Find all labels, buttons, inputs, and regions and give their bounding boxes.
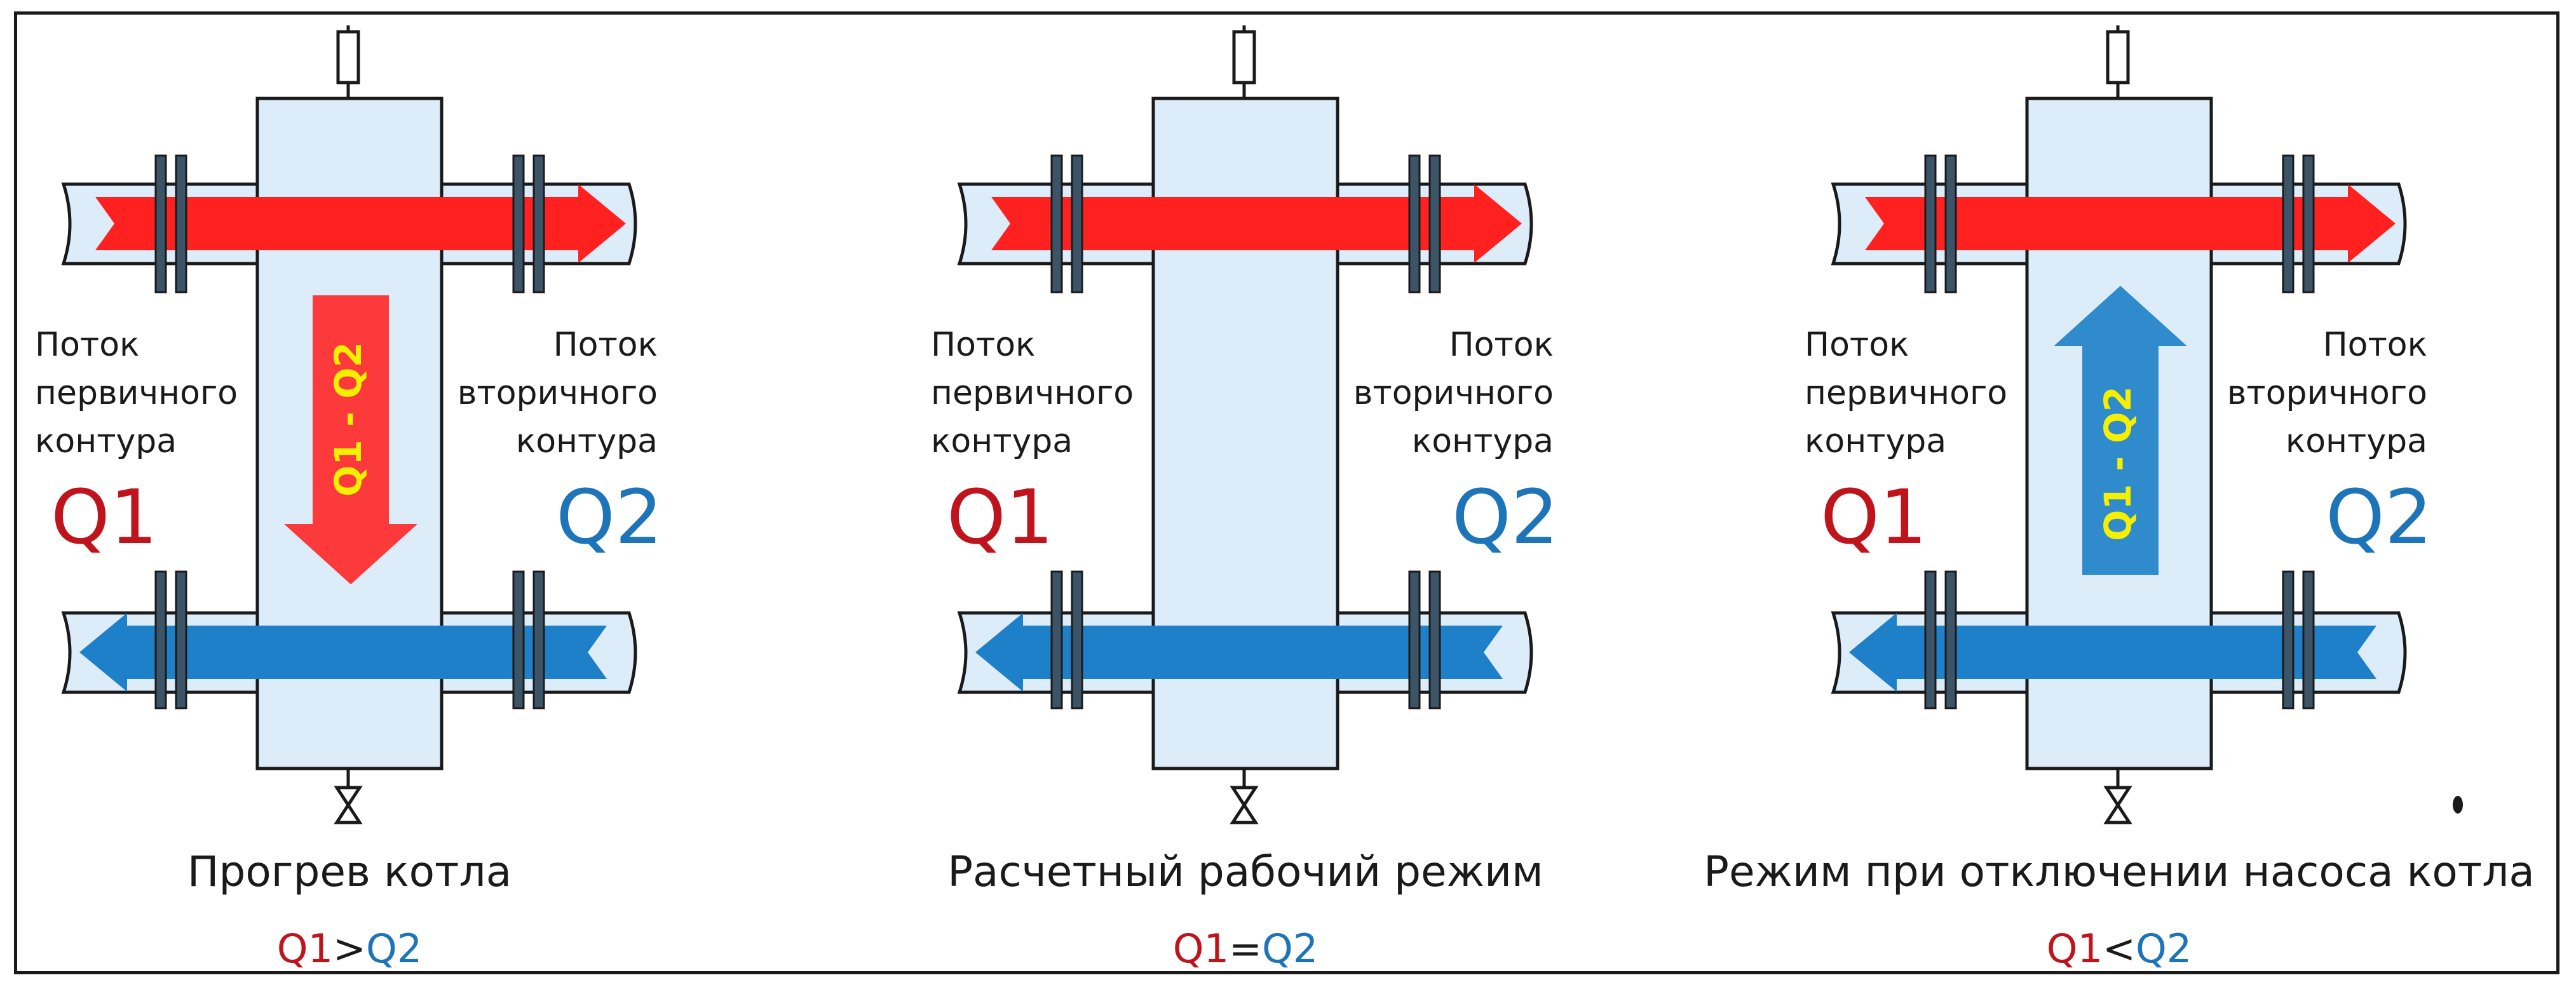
q2-label: Q2 (2326, 473, 2432, 561)
panel-heating: Q1 - Q2 Поток первичного контура Поток вторич… (35, 25, 663, 972)
mode-caption: Расчетный рабочий режим (947, 847, 1543, 896)
flange-top-right (2282, 154, 2315, 293)
flange-bottom-left (154, 570, 187, 709)
flange-bottom-left (1050, 570, 1083, 709)
mode-caption: Режим при отключении насоса котла (1704, 847, 2535, 896)
flange-bottom-right (512, 570, 545, 709)
air-vent-icon (2106, 30, 2130, 84)
vertical-flow-label: Q1 - Q2 (327, 342, 370, 497)
relation-q1: Q1 (277, 925, 333, 972)
relation-q1: Q1 (2047, 925, 2103, 972)
mode-caption: Прогрев котла (187, 847, 512, 896)
secondary-flow-label: Поток (1449, 326, 1554, 364)
drain-valve-icon (334, 786, 363, 824)
flange-top-right (512, 154, 545, 293)
hot-flow-arrow (991, 184, 1522, 263)
flange-top-right (1408, 154, 1441, 293)
flange-bottom-right (1408, 570, 1441, 709)
primary-flow-label: Поток (35, 326, 139, 364)
vertical-flow-arrow (2054, 286, 2187, 575)
primary-flow-label: Поток (931, 326, 1035, 364)
drain-valve-icon (2103, 786, 2132, 824)
drain-valve-icon (1230, 786, 1259, 824)
relation-operator: > (333, 925, 366, 972)
primary-flow-label: контура (35, 422, 177, 460)
primary-flow-label: первичного (931, 374, 1134, 412)
air-vent-icon (336, 30, 360, 84)
primary-flow-label: первичного (1805, 374, 2007, 412)
hot-flow-arrow (1865, 184, 2396, 263)
flow-relation: Q1=Q2 (1173, 925, 1318, 972)
flange-top-left (154, 154, 187, 293)
primary-flow-label: Поток (1805, 326, 1909, 364)
secondary-flow-label: вторичного (1353, 374, 1554, 412)
panel-pump-off: Q1 - Q2 Поток первичного контура Поток вторич… (1704, 25, 2535, 972)
secondary-flow-label: Поток (2323, 326, 2427, 364)
q2-label: Q2 (1452, 473, 1559, 561)
cold-flow-arrow (79, 613, 607, 692)
flange-bottom-left (1924, 570, 1957, 709)
flange-top-left (1924, 154, 1957, 293)
primary-flow-label: контура (1805, 422, 1946, 460)
secondary-flow-label: Поток (553, 326, 658, 364)
vertical-flow-arrow (284, 295, 417, 584)
secondary-flow-label: контура (516, 422, 658, 460)
q1-label: Q1 (947, 473, 1054, 561)
panel-design: Поток первичного контура Поток вторичного кон… (931, 25, 1559, 972)
cold-flow-arrow (975, 613, 1503, 692)
q1-label: Q1 (1820, 473, 1927, 561)
relation-q2: Q2 (366, 925, 422, 972)
secondary-flow-label: контура (1412, 422, 1554, 460)
vertical-flow-label: Q1 - Q2 (2096, 386, 2139, 541)
secondary-flow-label: вторичного (458, 374, 658, 412)
flange-bottom-right (2282, 570, 2315, 709)
q2-label: Q2 (556, 473, 663, 561)
hot-flow-arrow (95, 184, 626, 263)
air-vent-icon (1232, 30, 1256, 84)
relation-q1: Q1 (1173, 925, 1229, 972)
secondary-flow-label: контура (2286, 422, 2427, 460)
flow-relation: Q1<Q2 (2047, 925, 2192, 972)
flange-top-left (1050, 154, 1083, 293)
secondary-flow-label: вторичного (2227, 374, 2427, 412)
flow-relation: Q1>Q2 (277, 925, 422, 972)
relation-q2: Q2 (2136, 925, 2192, 972)
relation-q2: Q2 (1262, 925, 1318, 972)
diagram-frame (14, 11, 2559, 974)
primary-flow-label: первичного (35, 374, 238, 412)
relation-operator: = (1229, 925, 1262, 972)
relation-operator: < (2103, 925, 2136, 972)
q1-label: Q1 (51, 473, 158, 561)
primary-flow-label: контура (931, 422, 1073, 460)
cold-flow-arrow (1849, 613, 2376, 692)
stray-mark (2453, 796, 2463, 814)
